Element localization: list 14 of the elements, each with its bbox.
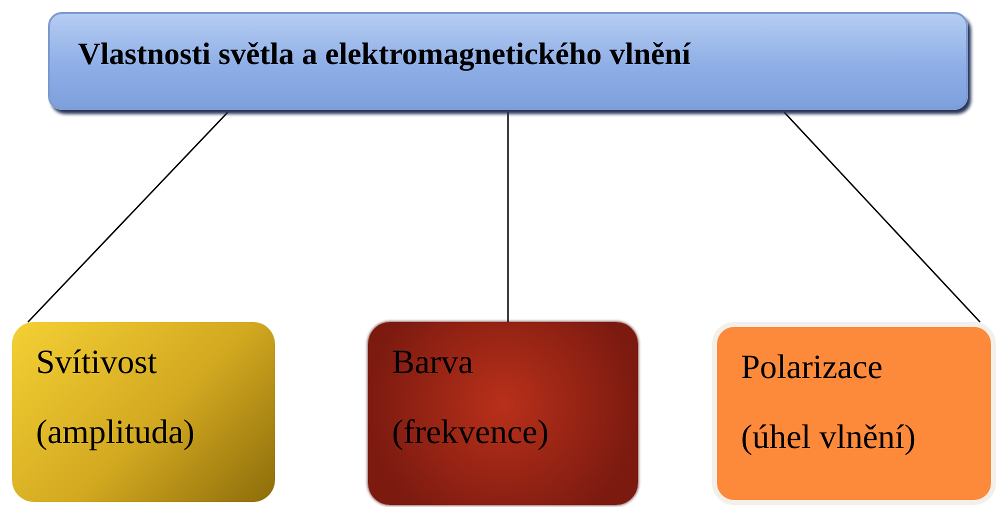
- property-name: Svítivost: [36, 344, 157, 382]
- property-detail: (amplituda): [36, 414, 195, 452]
- property-name: Barva: [392, 344, 474, 382]
- title-text: Vlastnosti světla a elektromagnetického vlnění: [78, 36, 691, 72]
- property-name: Polarizace: [741, 349, 883, 387]
- connector-line: [27, 111, 229, 323]
- category-box: [712, 322, 996, 505]
- property-detail: (úhel vlnění): [741, 419, 916, 457]
- property-detail: (frekvence): [392, 414, 549, 452]
- connector-line: [783, 111, 981, 323]
- category-box: [368, 322, 638, 505]
- title-box: [48, 12, 968, 110]
- category-box: [12, 322, 275, 502]
- connector-line: [507, 112, 509, 322]
